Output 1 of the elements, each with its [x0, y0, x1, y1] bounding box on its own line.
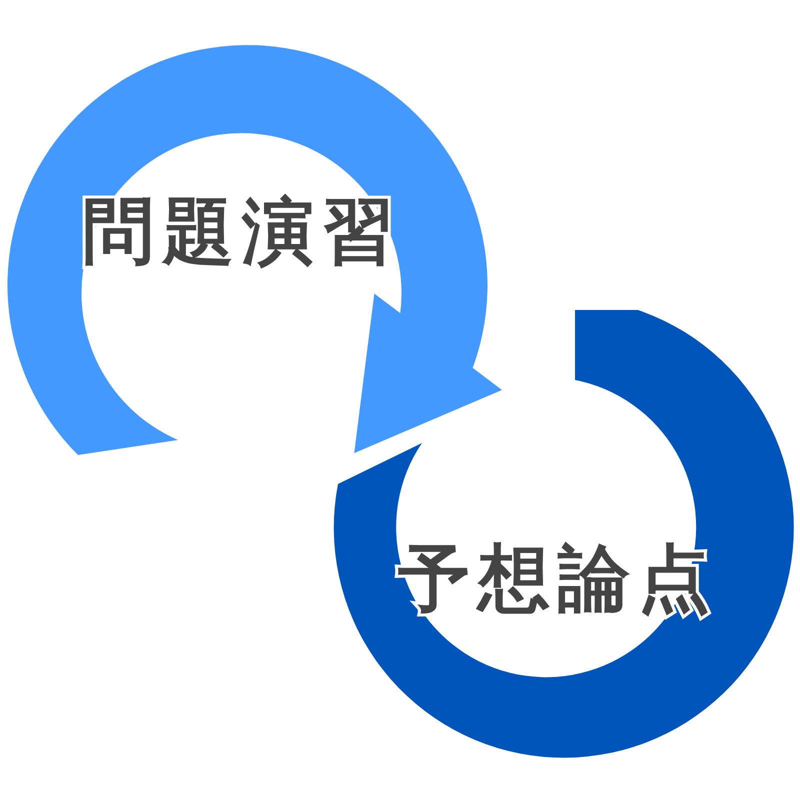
arrowhead: [354, 294, 502, 454]
